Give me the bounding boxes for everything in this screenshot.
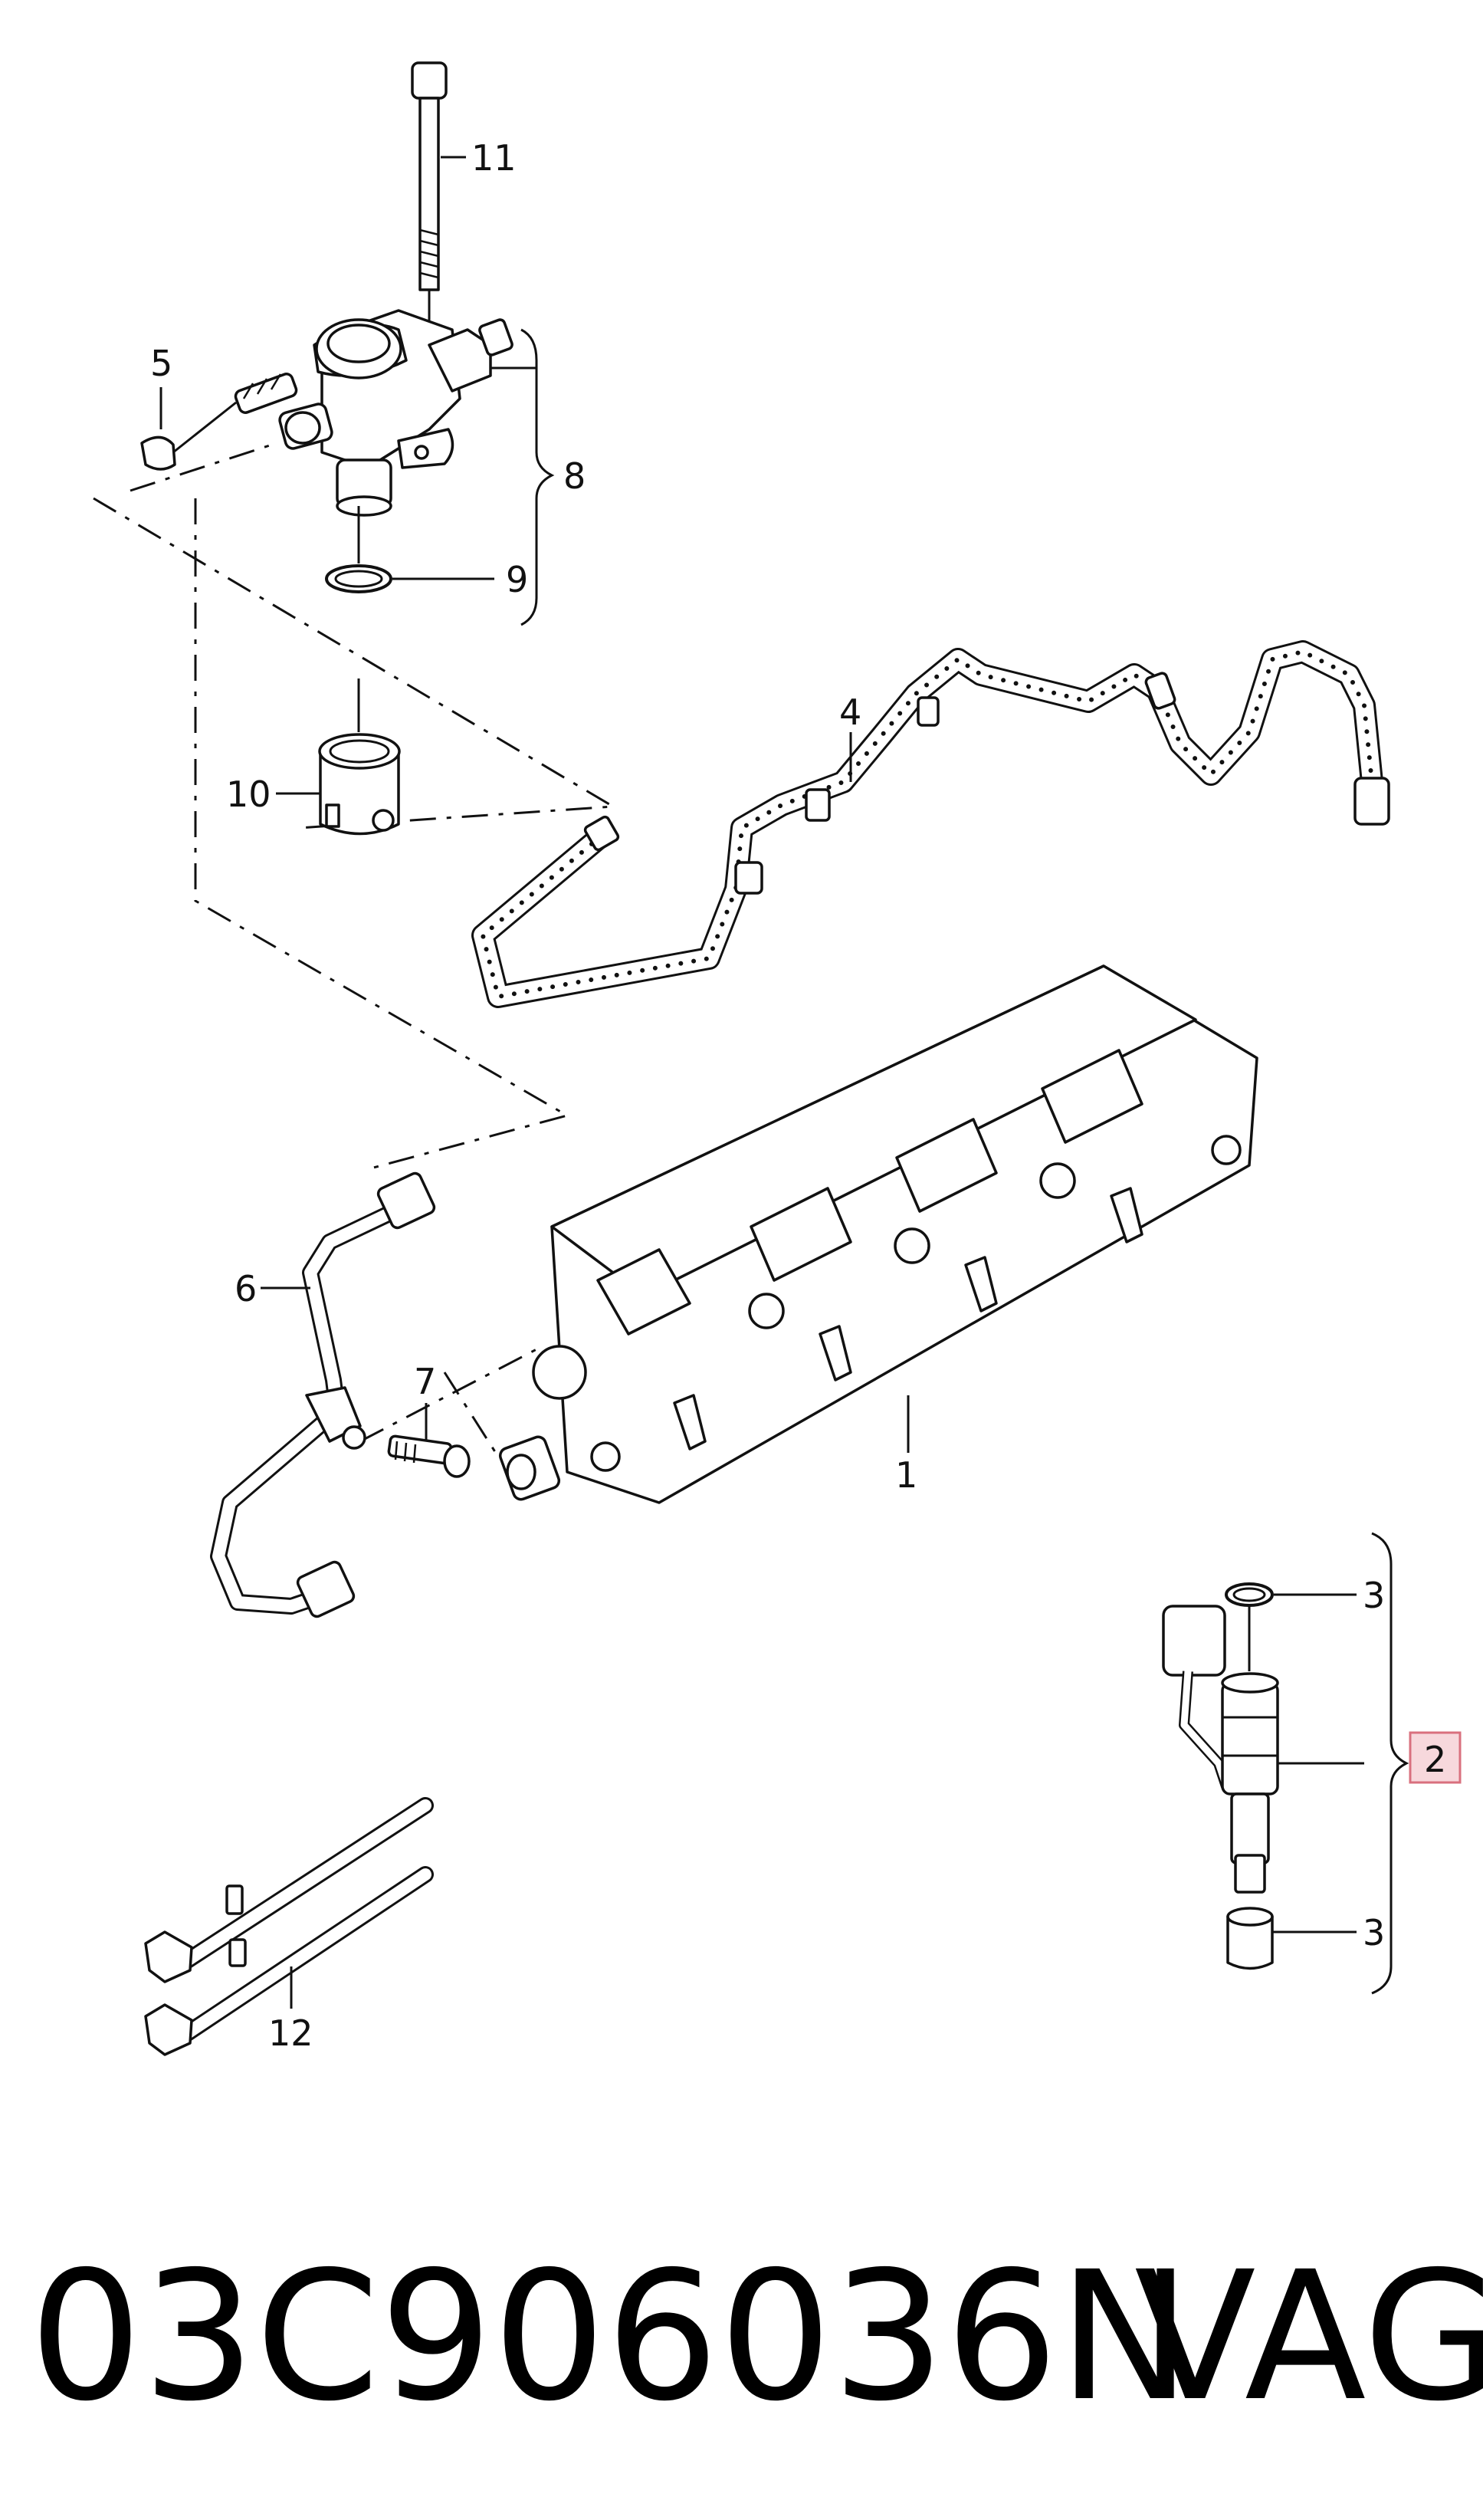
- callouts: 11 5 8 9 10 4 6 7 1 3 2 3 12: [150, 137, 1462, 2054]
- o-ring-part-9: [325, 506, 494, 593]
- part-number-text: 03C906036N: [29, 2233, 1191, 2440]
- clamp-part-5: [140, 373, 298, 471]
- bushing-part-10: [276, 678, 401, 836]
- callout-10: 10: [226, 774, 271, 815]
- assembly-dash-lines: [93, 443, 617, 1457]
- high-pressure-pump-part-8: [278, 309, 536, 517]
- callout-3-top: 3: [1363, 1575, 1385, 1616]
- callout-8: 8: [563, 455, 586, 497]
- callout-11: 11: [471, 137, 517, 179]
- fuel-hose-part-4: [471, 640, 1390, 1008]
- callout-7: 7: [414, 1361, 436, 1402]
- brace-group-2: [1371, 1532, 1409, 1995]
- brand-text: VAG: [1134, 2233, 1483, 2440]
- cable-tie-part-12: [144, 1797, 434, 2056]
- fuel-rail-part-1: [498, 964, 1258, 1504]
- callout-5: 5: [150, 343, 172, 384]
- highlighted-callout-box[interactable]: [1409, 1731, 1462, 1784]
- injector-part-2: [1162, 1582, 1364, 1970]
- callout-6: 6: [235, 1268, 257, 1309]
- brace-group-8: [520, 328, 555, 626]
- pressure-line-part-6: [210, 1171, 436, 1618]
- callout-9: 9: [506, 559, 528, 600]
- callout-3-bottom: 3: [1363, 1912, 1385, 1953]
- callout-1: 1: [895, 1454, 917, 1496]
- callout-4: 4: [839, 692, 861, 733]
- callout-12: 12: [268, 2012, 313, 2054]
- bolt-part-7: [387, 1403, 471, 1478]
- bolt-part-11: [411, 61, 448, 360]
- callout-2[interactable]: 2: [1424, 1739, 1446, 1780]
